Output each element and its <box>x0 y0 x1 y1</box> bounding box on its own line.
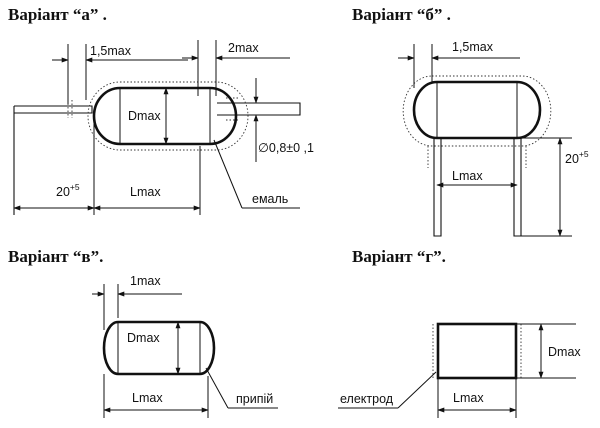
variant-a-diameter-label: Dmax <box>128 109 161 123</box>
variant-b-enamel-coating <box>402 75 552 147</box>
variant-v-dim-lead: 1max <box>92 274 182 330</box>
variant-g-callout-label: електрод <box>340 392 394 406</box>
variant-g-body <box>436 322 518 380</box>
variant-g: Варіант “г”. Dmax Lmax електрод <box>338 247 581 418</box>
variant-a-leads <box>13 102 301 215</box>
variant-b-dim-lead: 1,5max <box>398 40 520 88</box>
variant-a-body <box>92 86 238 146</box>
variant-g-electrode-callout: електрод <box>338 371 437 409</box>
variant-g-length-label: Lmax <box>453 391 484 405</box>
variant-a-dim-lead-right: 2max <box>182 40 290 96</box>
variant-v-title: Варіант “в”. <box>8 247 103 266</box>
variant-a-dim-wire: ∅0,8±0 ,1 <box>253 78 314 162</box>
variant-v-lead-label: 1max <box>130 274 161 288</box>
variant-b-lead-length-label: 20+5 <box>565 149 589 166</box>
variant-a-dim-length: Lmax <box>93 146 201 215</box>
variant-g-dim-length: Lmax <box>437 378 517 418</box>
variant-g-diameter-label: Dmax <box>548 345 581 359</box>
variant-b-leads <box>433 138 522 237</box>
variant-a-length-label: Lmax <box>130 185 161 199</box>
variant-v-dim-diameter: Dmax <box>127 321 181 375</box>
variant-g-dim-diameter: Dmax <box>516 323 581 379</box>
variant-a-dim-lead-length: 20+5 <box>13 113 95 215</box>
variant-a-wire-label: ∅0,8±0 ,1 <box>258 141 314 155</box>
variant-b: Варіант “б” . 1,5max Lmax <box>352 5 589 237</box>
variant-b-lead-label: 1,5max <box>452 40 494 54</box>
variant-v-callout-label: припій <box>236 392 273 406</box>
variant-a-title: Варіант “а” . <box>8 5 107 24</box>
variant-a-callout-label: емаль <box>252 192 288 206</box>
variant-g-electrode <box>432 324 522 378</box>
variant-v-diameter-label: Dmax <box>127 331 160 345</box>
variant-a-dim-lead-left: 1,5max <box>52 44 188 104</box>
variant-b-title: Варіант “б” . <box>352 5 451 24</box>
variant-b-length-label: Lmax <box>452 169 483 183</box>
variant-a-lead-left-label: 1,5max <box>90 44 132 58</box>
variant-a-lead-right-label: 2max <box>228 41 259 55</box>
variant-v-body <box>102 320 216 376</box>
variant-b-body <box>412 80 542 140</box>
variant-g-title: Варіант “г”. <box>352 247 446 266</box>
variant-b-dim-lead-length: 20+5 <box>521 137 589 237</box>
variant-a: Варіант “а” . 1,5max <box>8 5 314 215</box>
variant-b-dim-length: Lmax <box>436 169 518 188</box>
variant-v-length-label: Lmax <box>132 391 163 405</box>
variant-a-enamel-callout: емаль <box>213 139 300 209</box>
variant-v-dim-length: Lmax <box>103 374 209 418</box>
variant-a-dim-diameter: Dmax <box>128 87 169 145</box>
variant-a-enamel-coating <box>67 81 249 151</box>
variant-v-solder-callout: припій <box>205 367 278 409</box>
variant-a-lead-length-label: 20+5 <box>56 182 80 199</box>
variant-v: Варіант “в”. 1max Dmax Lmax <box>8 247 278 418</box>
